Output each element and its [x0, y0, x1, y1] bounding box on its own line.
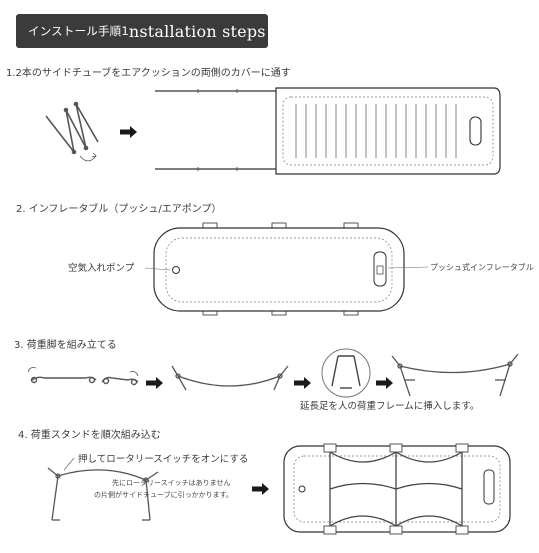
- step-1-label: 1.2本のサイドチューブをエアクッションの両側のカバーに通す: [6, 68, 291, 79]
- header-title-jp: インストール手順1: [28, 24, 129, 38]
- press-rotary-label: 押してロータリースイッチをオンにする: [78, 454, 249, 465]
- folded-poles-icon: [45, 101, 99, 162]
- section-header: インストール手順1 nstallation steps: [16, 14, 268, 48]
- step-3-label: 3. 荷重脚を組み立てる: [14, 340, 117, 351]
- arrow-right-icon-3: [294, 377, 311, 389]
- note-line-1: 先にロータリースイッチはありません: [112, 479, 231, 487]
- leg-pieces: [27, 367, 139, 386]
- header-title-en: nstallation steps: [128, 21, 266, 41]
- push-inflatable-label: プッシュ式インフレータブル: [430, 263, 534, 272]
- inflated-mattress: [144, 222, 429, 316]
- leg-detail-icon: [321, 348, 371, 398]
- stand-assembly: [47, 457, 159, 521]
- step-4-label: 4. 荷重スタンドを順次組み込む: [18, 430, 161, 441]
- extension-leg-label: 延長足を人の荷重フレームに挿入します。: [300, 401, 480, 412]
- air-valve-label: 空気入れポンプ: [68, 263, 135, 274]
- frame-assembly-2: [391, 353, 519, 397]
- step-2-label: 2. インフレータブル（プッシュ/エアポンプ）: [16, 204, 222, 215]
- arrow-right-icon-5: [252, 483, 269, 495]
- arrow-right-icon-2: [146, 377, 163, 389]
- mattress-with-tubes-1: [155, 87, 501, 175]
- mattress-with-stands: [283, 443, 511, 535]
- frame-assembly-1: [171, 365, 289, 391]
- note-line-2: の片側がサイドチューブに引っかかります。: [94, 491, 233, 499]
- arrow-right-icon-4: [376, 377, 393, 389]
- arrow-right-icon: [120, 126, 137, 138]
